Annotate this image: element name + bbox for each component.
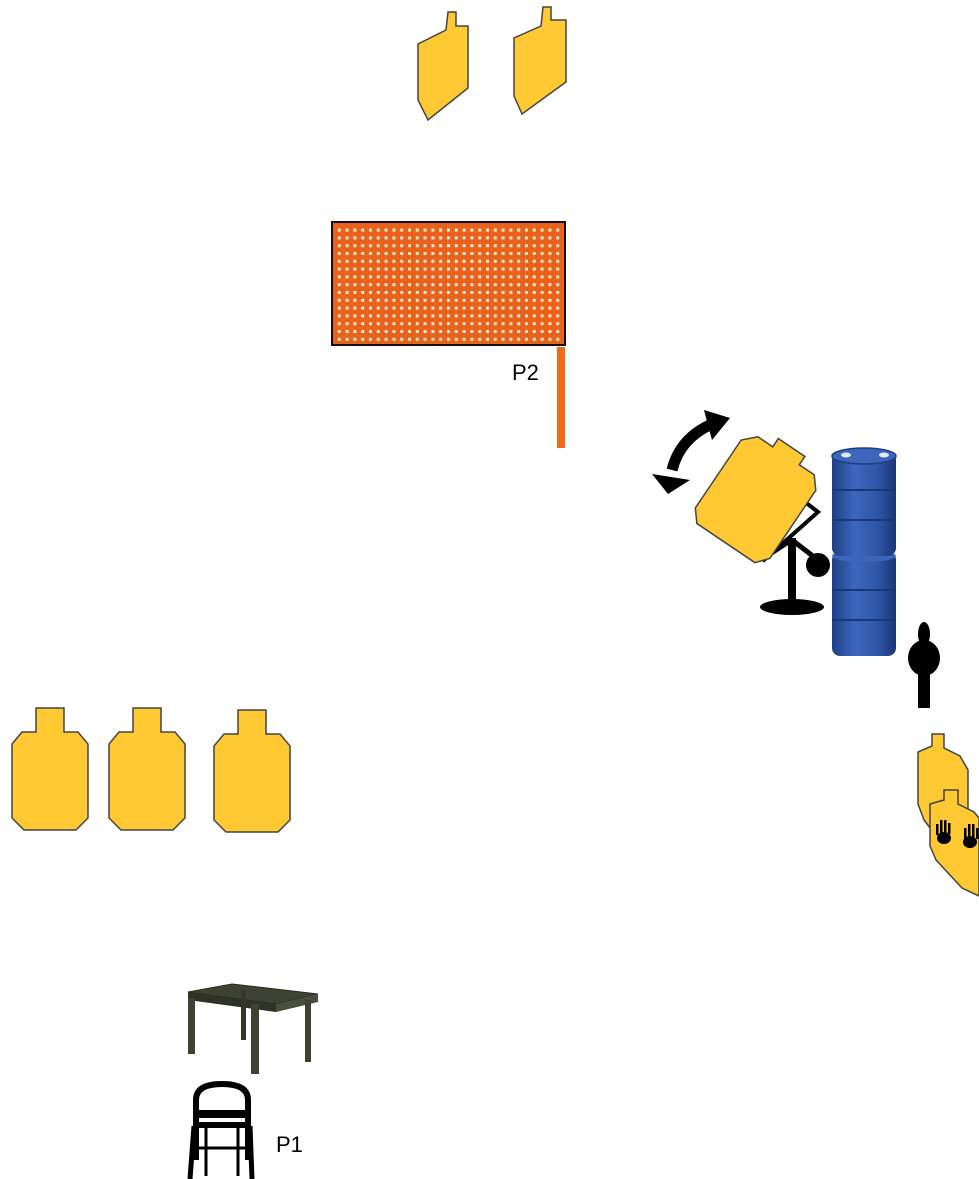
- position-label-p1: P1: [276, 1132, 303, 1157]
- no-shoot-hands-target: [930, 790, 979, 896]
- wall-icon: [332, 222, 565, 345]
- position-label-p2: P2: [512, 360, 539, 385]
- paper-target-left-3: [214, 710, 290, 832]
- swinger-target: [689, 422, 830, 615]
- paper-target-left-2: [109, 708, 185, 830]
- paper-target-top-1: [418, 12, 468, 120]
- paper-target-left-1: [12, 708, 88, 830]
- table-icon: [188, 984, 318, 1074]
- paper-target-top-2: [514, 7, 566, 114]
- chair-icon: [190, 1084, 252, 1179]
- barrel-icon: [832, 448, 896, 656]
- popper-icon: [908, 622, 940, 708]
- fault-line-icon: [557, 347, 565, 448]
